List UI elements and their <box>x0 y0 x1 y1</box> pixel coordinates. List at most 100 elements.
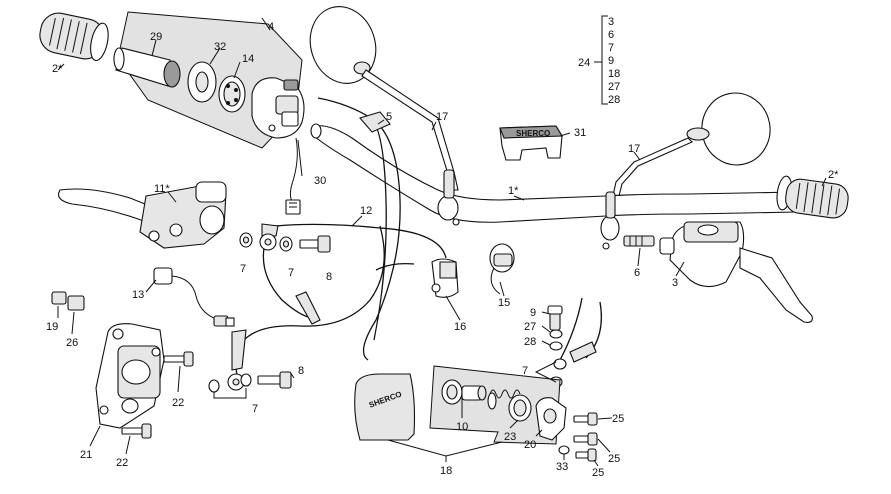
callout-16: 16 <box>454 321 466 333</box>
callout-2-left: 2* <box>52 63 63 75</box>
callout-22-lower: 22 <box>116 457 128 469</box>
throttle-cables <box>317 97 401 361</box>
piston-cup[interactable] <box>441 379 463 405</box>
callout-14: 14 <box>242 53 254 65</box>
bleeder-cap[interactable] <box>549 329 563 339</box>
callout-2-right: 2* <box>828 169 839 181</box>
throttle-pulley[interactable] <box>187 61 217 103</box>
kill-switch[interactable] <box>431 258 459 298</box>
callout-15: 15 <box>498 297 510 309</box>
callout-8-a: 8 <box>326 271 332 283</box>
callout-9: 9 <box>530 307 536 319</box>
kit-item: 6 <box>608 29 614 41</box>
brake-pad-19[interactable] <box>51 291 67 305</box>
callout-6: 6 <box>634 267 640 279</box>
callout-22-upper: 22 <box>172 397 184 409</box>
cap-brand: SHERCO <box>516 129 550 138</box>
hose-fitting-b[interactable] <box>231 329 247 371</box>
kit-item: 28 <box>608 94 620 106</box>
bleeder-washer[interactable] <box>549 341 563 351</box>
seal-23[interactable] <box>508 394 532 422</box>
handlebar-clamp-left[interactable] <box>437 169 460 226</box>
hose-fitting-d[interactable] <box>261 223 279 237</box>
callout-31: 31 <box>574 127 586 139</box>
throttle-housing[interactable] <box>251 77 305 139</box>
callout-27: 27 <box>524 321 536 333</box>
kit-list: 3 6 7 9 18 27 28 <box>608 16 620 106</box>
washer-bottom-right[interactable] <box>240 373 252 387</box>
callout-10: 10 <box>456 421 468 433</box>
throttle-tube[interactable] <box>113 47 181 88</box>
bleeder-screw[interactable] <box>547 305 563 331</box>
screw-25-c[interactable] <box>575 448 597 462</box>
leader-lines <box>57 15 827 467</box>
callout-23: 23 <box>504 431 516 443</box>
callout-5: 5 <box>386 111 392 123</box>
clutch-lever[interactable] <box>57 181 227 249</box>
kit-item: 27 <box>608 81 620 93</box>
kit-item: 9 <box>608 55 614 67</box>
callout-30: 30 <box>314 175 326 187</box>
kit-item: 18 <box>608 68 620 80</box>
callout-1: 1* <box>508 185 519 197</box>
screw-25-b[interactable] <box>573 432 598 446</box>
callout-8-b: 8 <box>298 365 304 377</box>
bar-pad-cap[interactable]: SHERCO <box>499 125 563 161</box>
callout-26: 26 <box>66 337 78 349</box>
screw-25-a[interactable] <box>573 412 598 426</box>
callout-24: 24 <box>578 57 590 69</box>
hose-fitting-a[interactable] <box>295 291 321 325</box>
callout-7-b: 7 <box>288 267 294 279</box>
washer-33[interactable] <box>558 445 570 455</box>
front-brake-master-cylinder[interactable] <box>659 221 813 323</box>
callout-3: 3 <box>672 277 678 289</box>
callout-12: 12 <box>360 205 372 217</box>
callout-7-c: 7 <box>522 365 528 377</box>
callout-32: 32 <box>214 41 226 53</box>
banjo-fitting-top[interactable] <box>259 233 277 251</box>
kit-item: 7 <box>608 42 614 54</box>
callout-4: 4 <box>268 21 274 33</box>
callout-33: 33 <box>556 461 568 473</box>
hose-fitting-c[interactable] <box>569 341 597 363</box>
clutch-switch[interactable] <box>153 267 235 327</box>
brake-pad-26[interactable] <box>67 295 85 311</box>
right-grip[interactable] <box>775 175 850 220</box>
callout-21: 21 <box>80 449 92 461</box>
washer-mid-a[interactable] <box>553 358 567 370</box>
left-grip[interactable] <box>37 10 112 62</box>
kit-item: 3 <box>608 16 614 28</box>
callout-29: 29 <box>150 31 162 43</box>
callout-19: 19 <box>46 321 58 333</box>
washer-top-right[interactable] <box>279 236 293 252</box>
callout-18: 18 <box>440 465 452 477</box>
caliper-bolt-upper[interactable] <box>163 351 194 367</box>
rear-master-body[interactable] <box>535 397 567 441</box>
handlebar-clamp-right[interactable] <box>600 191 620 250</box>
banjo-bolt-top[interactable] <box>299 235 331 253</box>
callout-20: 20 <box>524 439 536 451</box>
washer-bottom-left[interactable] <box>208 379 220 393</box>
callout-17-right: 17 <box>628 143 640 155</box>
washer-top-left[interactable] <box>239 232 253 248</box>
callout-labels: 2* 29 32 14 4 30 5 17 31 17 2* 1* 11* 12… <box>46 21 839 479</box>
callout-13: 13 <box>132 289 144 301</box>
banjo-bolt-bottom[interactable] <box>257 371 292 389</box>
left-mirror[interactable] <box>301 0 459 191</box>
return-spring[interactable] <box>487 389 521 410</box>
front-brake-switch[interactable] <box>623 235 655 247</box>
start-button[interactable] <box>489 243 515 295</box>
piston[interactable] <box>461 385 487 401</box>
caliper-bolt-lower[interactable] <box>121 423 152 439</box>
callout-25-a: 25 <box>612 413 624 425</box>
brake-caliper[interactable] <box>95 323 165 429</box>
repair-kit-pouch[interactable]: SHERCO <box>354 373 416 441</box>
callout-17-left: 17 <box>436 111 448 123</box>
callout-7-d: 7 <box>252 403 258 415</box>
throttle-bearing[interactable] <box>218 75 246 113</box>
callout-7-a: 7 <box>240 263 246 275</box>
callout-25-c: 25 <box>592 467 604 479</box>
callout-28: 28 <box>524 336 536 348</box>
callout-25-b: 25 <box>608 453 620 465</box>
